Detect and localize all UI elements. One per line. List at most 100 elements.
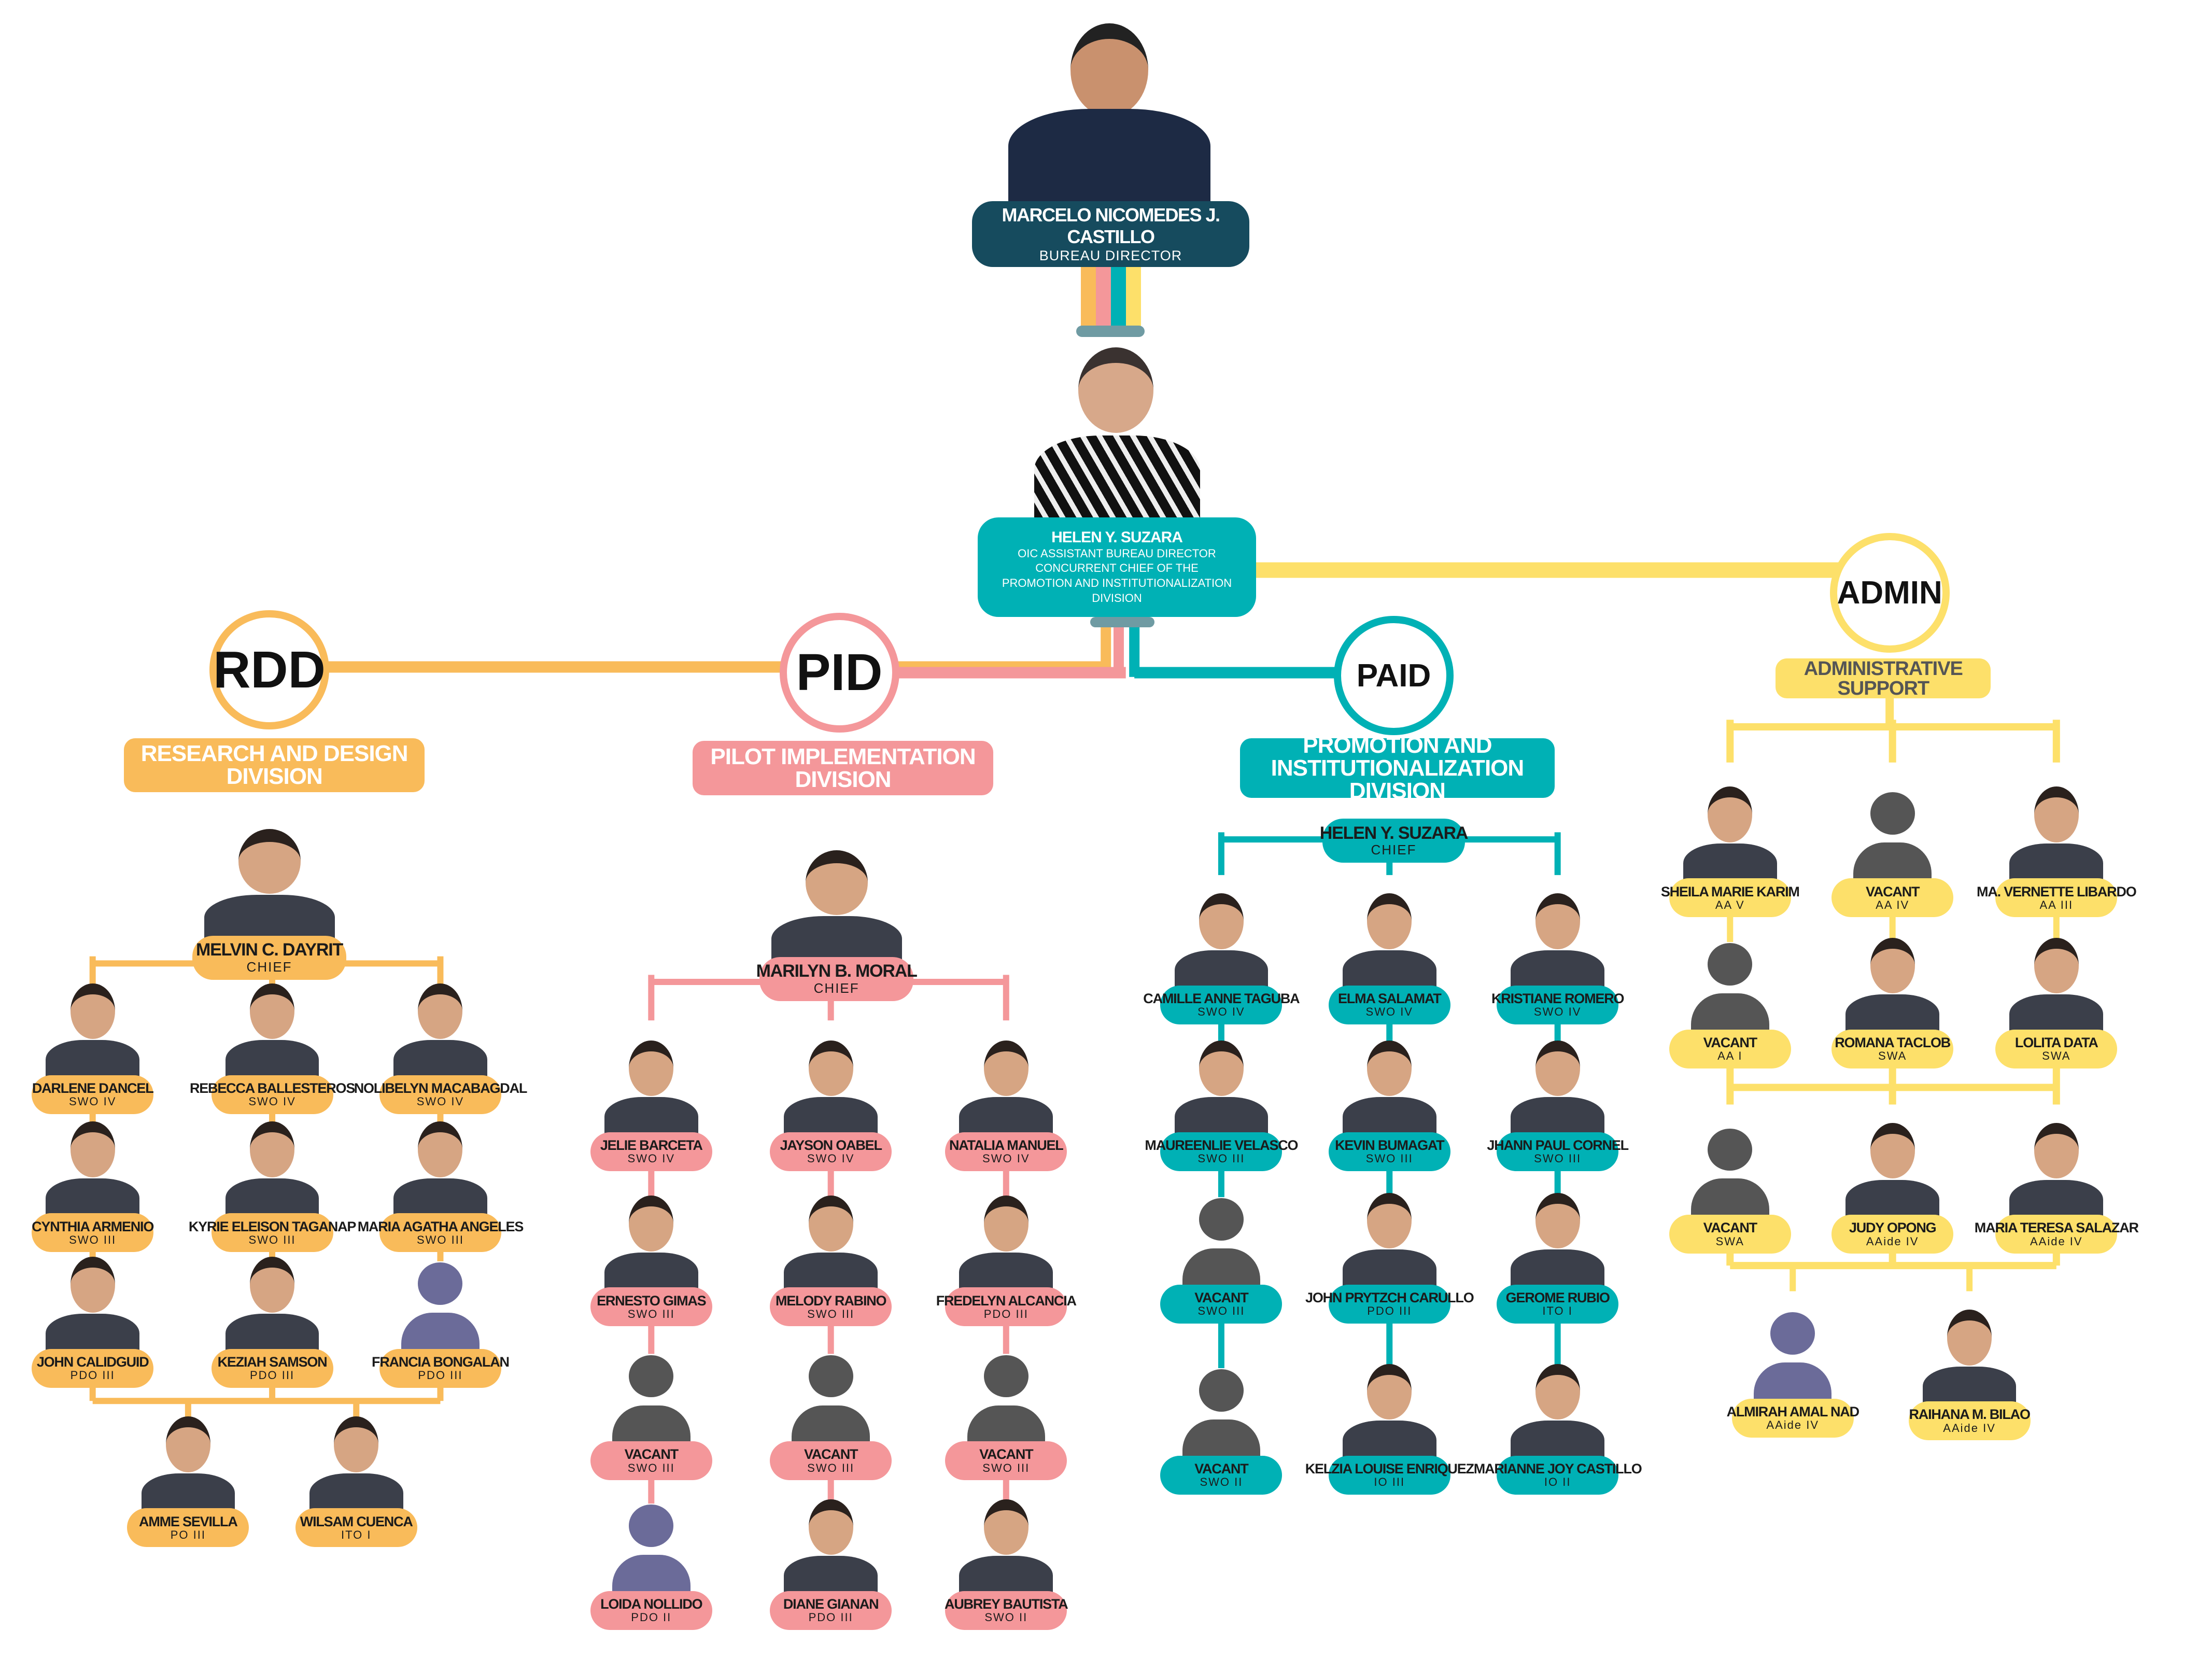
assistant-card: HELEN Y. SUZARA OIC ASSISTANT BUREAU DIR… [978, 517, 1256, 617]
member-name: VACANT [1194, 1290, 1249, 1306]
photo-head [2034, 1122, 2079, 1179]
member-name: FRANCIA BONGALAN [372, 1354, 510, 1370]
member-name: VACANT [1703, 1034, 1758, 1050]
photo-head [629, 1040, 674, 1096]
person-photo [385, 1116, 496, 1228]
member-name: ELMA SALAMAT [1337, 990, 1442, 1006]
member-name: VACANT [1194, 1460, 1249, 1477]
photo-head [1367, 1363, 1412, 1420]
member-name: KRISTIANE ROMERO [1491, 990, 1625, 1006]
photo-head [629, 1505, 674, 1548]
member-position: CHIEF [813, 980, 860, 996]
photo-head [1947, 1310, 1992, 1366]
person-photo [217, 1252, 328, 1363]
pid-badge: PID [779, 613, 899, 733]
member-name: JOHN CALIDGUID [36, 1354, 149, 1370]
person-photo [1334, 888, 1445, 1000]
member-position: PDO III [70, 1369, 115, 1382]
member-position: SWO IV [248, 1095, 296, 1108]
photo-head [70, 1121, 115, 1177]
member-position: SWO III [69, 1233, 117, 1246]
member-name: ERNESTO GIMAS [597, 1292, 707, 1309]
member-name: MELVIN C. DAYRIT [196, 940, 343, 960]
photo-head [629, 1355, 674, 1398]
person-photo [1502, 1187, 1613, 1299]
member-name: LOIDA NOLLIDO [600, 1596, 703, 1612]
rdd-badge: RDD [209, 610, 329, 730]
person-photo [950, 1190, 1062, 1302]
member-name: VACANT [979, 1446, 1034, 1463]
member-name: NOLIBELYN MACABAGDAL [354, 1080, 528, 1096]
assistant-name: HELEN Y. SUZARA [1051, 528, 1183, 546]
photo-head [70, 1257, 115, 1313]
photo-head [1199, 893, 1244, 949]
photo-head [238, 828, 301, 894]
photo-head [1870, 937, 1915, 994]
member-name: KEZIAH SAMSON [217, 1354, 328, 1370]
photo-head [334, 1416, 379, 1472]
photo-head [250, 983, 295, 1039]
connector-cap [1090, 617, 1154, 627]
person-photo [2000, 932, 2112, 1044]
person-photo [1334, 1187, 1445, 1299]
member-name: KYRIE ELEISON TAGANAP [188, 1218, 357, 1234]
director-title: BUREAU DIRECTOR [1039, 248, 1182, 263]
member-position: AA V [1715, 898, 1745, 911]
photo-head [1199, 1198, 1244, 1241]
director-photo [1008, 23, 1210, 202]
photo-head [250, 1257, 295, 1313]
member-name: WILSAM CUENCA [300, 1513, 413, 1529]
director-connector [1081, 267, 1141, 327]
person-photo [217, 978, 328, 1089]
vacant-silhouette-icon [1674, 1117, 1786, 1229]
person-photo [37, 1116, 148, 1228]
photo-head [805, 850, 868, 915]
photo-head [629, 1196, 674, 1252]
vacant-silhouette-icon [1837, 781, 1948, 893]
member-name: MARIA TERESA SALAZAR [1974, 1220, 2139, 1236]
person-photo [301, 1411, 412, 1523]
photo-head [1708, 1128, 1753, 1171]
person-photo [1837, 932, 1948, 1044]
member-position: PDO III [983, 1307, 1028, 1320]
member-name: ALMIRAH AMAL NAD [1726, 1403, 1859, 1419]
member-position: SWA [1878, 1049, 1907, 1063]
member-position: AAide IV [1943, 1421, 1996, 1435]
person-photo [775, 1035, 886, 1146]
person-silhouette-icon [1737, 1301, 1849, 1413]
photo-head [2034, 937, 2079, 994]
person-silhouette-icon [385, 1252, 496, 1363]
member-position: IO II [1544, 1475, 1571, 1489]
person-photo [37, 978, 148, 1089]
person-photo [596, 1035, 707, 1146]
photo-head [1708, 943, 1753, 986]
assistant-title-line: CONCURRENT CHIEF OF THE [1035, 561, 1199, 575]
member-name: VACANT [804, 1446, 858, 1463]
member-name: MARIA AGATHA ANGELES [357, 1218, 524, 1234]
person-photo [37, 1252, 148, 1363]
member-position: SWO III [1197, 1304, 1245, 1318]
photo-head [1870, 792, 1915, 835]
